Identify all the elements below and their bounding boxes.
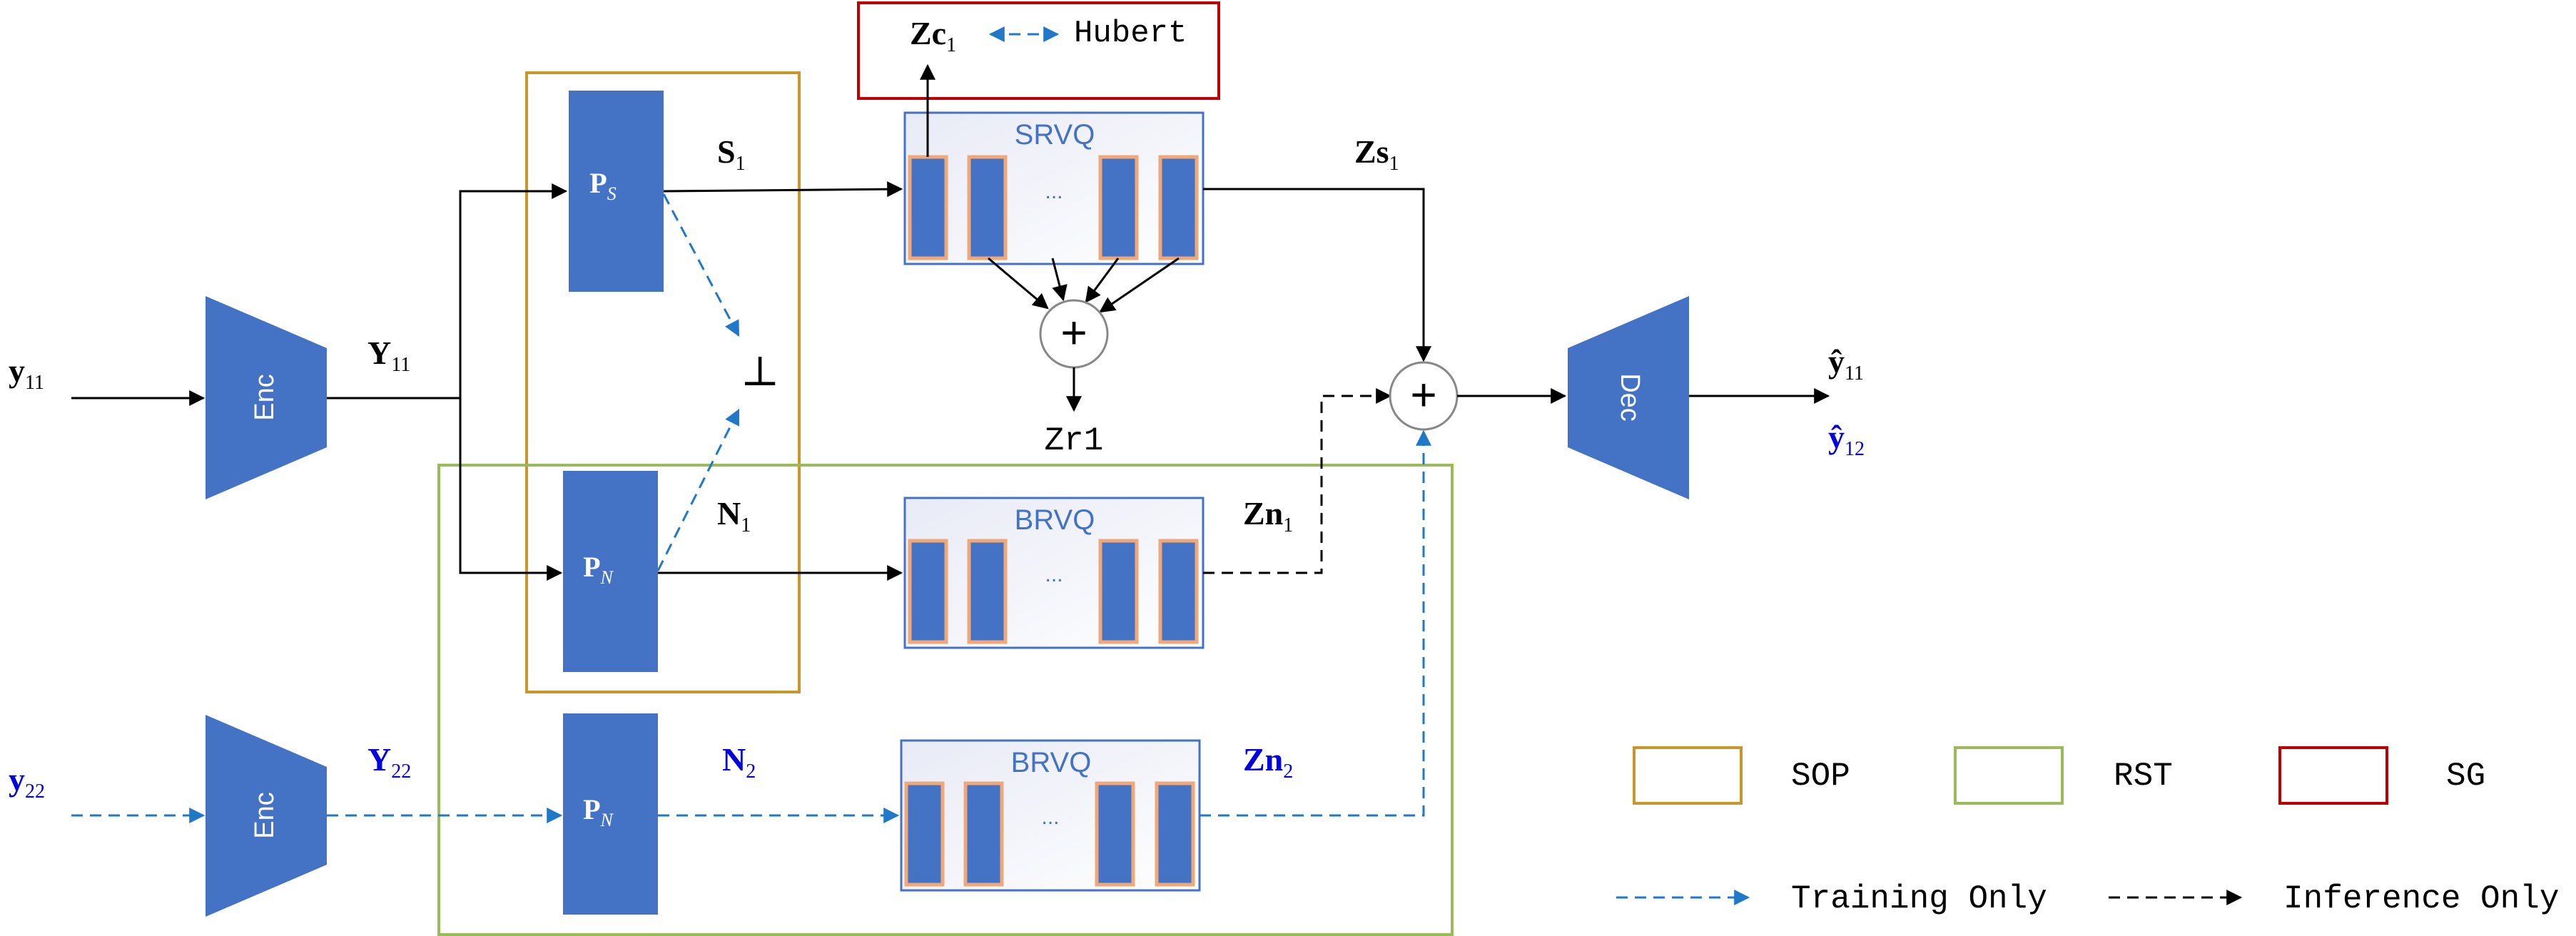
svg-text:PN: PN [583,793,614,830]
arrow-zs1-sum [1203,188,1431,362]
legend-training-label: Training Only [1791,880,2047,917]
legend: SOP RST SG Training Only Inference Only [1616,746,2559,917]
arrow-bar2-sum [1051,258,1068,302]
arrow-to-pn [459,398,563,581]
signal-s1: S1 [717,133,746,175]
arrow-to-ps [459,183,568,398]
svg-text:+: + [1410,369,1436,420]
svg-text:BRVQ: BRVQ [1011,747,1092,778]
output-yhat11: ŷ11 [1828,343,1864,385]
final-sum-node: + [1389,361,1459,431]
svg-text:Enc: Enc [250,374,280,420]
brvq-block-top: BRVQ ... [903,497,1205,649]
code-zn2: Zn2 [1243,741,1293,783]
input-y11: y11 [9,352,44,394]
sop-region [525,71,801,693]
legend-sop-label: SOP [1791,758,1850,795]
encoder-top: Enc [206,296,327,499]
srvq-block: SRVQ ... [903,111,1205,265]
legend-inference-label: Inference Only [2283,880,2559,917]
projection-pn-bottom: PN [563,713,658,915]
signal-n1: N1 [717,495,751,536]
code-zs1: Zs1 [1354,133,1399,175]
code-zn1: Zn1 [1243,495,1293,536]
arrow-pn-perp [656,409,740,571]
arrow-ps-perp [662,193,740,337]
signal-n2: N2 [722,741,756,783]
arrow-ps-srvq [663,181,903,198]
svg-text:...: ... [1045,180,1063,203]
code-zr1: Zr1 [1045,422,1104,459]
projection-pn-top: PN [563,471,658,672]
svg-text:Enc: Enc [250,792,280,838]
encoder-bottom: Enc [206,715,327,917]
legend-sg-label: SG [2446,758,2485,795]
svg-text:BRVQ: BRVQ [1015,504,1095,536]
residual-sum-node: + [1039,299,1109,369]
brvq-block-bottom: BRVQ ... [900,739,1201,892]
legend-sg-swatch [2278,746,2388,805]
svg-text:SRVQ: SRVQ [1015,119,1095,151]
arrow-zn1-sum [1203,388,1392,574]
svg-text:+: + [1060,307,1087,358]
decoder: Dec [1568,296,1689,499]
rst-region [437,464,1454,936]
svg-text:Dec: Dec [1615,373,1645,422]
svg-text:...: ... [1041,805,1059,829]
feature-Y22: Y22 [367,741,411,783]
svg-text:PN: PN [583,551,614,588]
legend-rst-label: RST [2114,758,2173,795]
legend-sop-swatch [1633,746,1743,805]
hubert-label: Hubert [1074,16,1187,51]
input-y22: y22 [9,761,45,803]
svg-text:...: ... [1045,563,1063,586]
code-zc1: Zc1 [910,15,956,56]
arrow-bar3-sum [1085,258,1120,303]
feature-Y11: Y11 [367,335,410,376]
arrow-bar4-sum [1099,257,1180,313]
arrow-zn2-sum [1200,429,1431,817]
perp-symbol: ⊥ [741,348,780,395]
arrow-bar1-sum [988,257,1049,310]
sg-region [857,1,1220,100]
output-yhat12: ŷ12 [1828,419,1865,460]
svg-text:PS: PS [589,167,616,204]
legend-rst-swatch [1954,746,2064,805]
projection-ps: PS [569,91,664,292]
